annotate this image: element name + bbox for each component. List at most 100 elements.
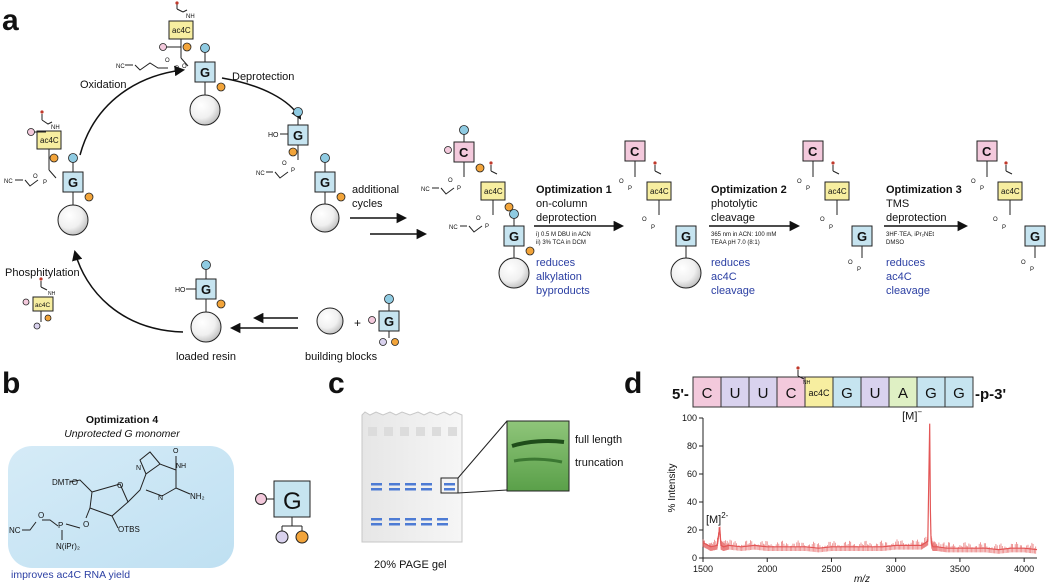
p-label: P bbox=[1002, 225, 1006, 231]
spectrum-noise bbox=[702, 526, 1037, 554]
nc-label: NC bbox=[4, 179, 13, 185]
purple-group-icon bbox=[275, 530, 289, 544]
peak-annotation: [M]2- bbox=[706, 511, 729, 526]
resin-bead-icon bbox=[310, 203, 340, 233]
y-tick-label: 60 bbox=[687, 469, 697, 479]
carbonyl-o-icon bbox=[39, 277, 43, 281]
nucleotide-box bbox=[916, 376, 946, 408]
x-tick-label: 1500 bbox=[693, 564, 713, 574]
o-label: O bbox=[848, 260, 853, 266]
g-monomer-label: G bbox=[283, 488, 302, 515]
panel-b: Optimization 4 Unprotected G monomer O D… bbox=[8, 414, 311, 581]
optimization-3-result-3: cleavage bbox=[886, 285, 930, 297]
nucleotide-label: G bbox=[953, 385, 965, 402]
carbonyl-o-icon bbox=[653, 161, 657, 165]
g-base-label: G bbox=[1030, 229, 1040, 244]
ho-label: HO bbox=[268, 132, 279, 139]
synthesis-cycle: Oxidation Deprotection Phosphitylation l… bbox=[4, 1, 400, 363]
carbonyl-o-icon bbox=[40, 110, 44, 114]
cyanoethyl-chain bbox=[125, 62, 168, 71]
nucleotide-box bbox=[720, 376, 750, 408]
carbonyl-o-icon bbox=[489, 161, 493, 165]
o-label: O bbox=[642, 217, 647, 223]
nh-label: NH bbox=[51, 125, 60, 131]
optimization-1-condition-2: ii) 3% TCA in DCM bbox=[536, 240, 586, 246]
nucleotide-box bbox=[692, 376, 722, 408]
orange-protecting-group-icon bbox=[216, 299, 226, 309]
nh-label: NH bbox=[176, 463, 186, 470]
optimization-2-condition-1: 365 nm in ACN: 100 mM bbox=[711, 232, 776, 238]
optimization-1-line1: on-column bbox=[536, 198, 587, 210]
orange-protecting-group-icon bbox=[84, 192, 94, 202]
sequence-nucleotide: G bbox=[944, 376, 974, 408]
gel-label: 20% PAGE gel bbox=[374, 559, 447, 571]
p-label: P bbox=[857, 267, 861, 273]
blue-protecting-group-icon bbox=[293, 107, 303, 117]
o-label: O bbox=[282, 161, 287, 167]
loaded-resin-label: loaded resin bbox=[176, 351, 236, 363]
optimization-2-result-1: reduces bbox=[711, 257, 751, 269]
phosphitylation-label: Phosphitylation bbox=[5, 267, 80, 279]
gel-bands bbox=[371, 483, 455, 526]
sequence-suffix: -p-3' bbox=[975, 386, 1006, 403]
nucleotide-label: U bbox=[730, 385, 741, 402]
optimization-1-condition-1: i) 0.5 M DBU in ACN bbox=[536, 232, 591, 238]
sequence-nucleotide: U bbox=[720, 376, 750, 408]
sugar-linker bbox=[166, 39, 189, 67]
plus-sign: + bbox=[354, 316, 361, 330]
ring-o-label: O bbox=[117, 481, 123, 490]
oligo-stage-2: C O P ac4C O P G bbox=[619, 140, 702, 289]
acetyl-group-icon bbox=[490, 165, 498, 175]
arrow-phosphitylation bbox=[72, 249, 184, 333]
x-axis-label: m/z bbox=[854, 574, 870, 583]
nc-label: NC bbox=[449, 225, 458, 231]
blue-protecting-group-icon bbox=[201, 260, 211, 270]
carbonyl-o-icon bbox=[175, 1, 179, 5]
optimization-3-condition-2: DMSO bbox=[886, 240, 904, 246]
nc-label: NC bbox=[256, 171, 265, 177]
optimization-2-line1: photolytic bbox=[711, 198, 758, 210]
nc-label: NC bbox=[9, 526, 21, 535]
nc-label: NC bbox=[421, 187, 430, 193]
arrow-deprotection bbox=[221, 77, 302, 120]
nucleotide-box bbox=[888, 376, 918, 408]
carbonyl-o-icon bbox=[1004, 161, 1008, 165]
optimization-3-condition-1: 3HF·TEA, iPr₂NEt bbox=[886, 232, 934, 238]
additional-cycles-line1: additional bbox=[352, 184, 399, 196]
oligo-stage-3: C O P ac4C O P G O P bbox=[797, 140, 873, 273]
g-base-label: G bbox=[68, 175, 78, 190]
sequence-nucleotide: G bbox=[916, 376, 946, 408]
panel-letter-b: b bbox=[2, 367, 20, 400]
blue-protecting-group-icon bbox=[509, 209, 519, 219]
optimization-3-result-1: reduces bbox=[886, 257, 926, 269]
nucleotide-box bbox=[804, 376, 834, 408]
optimization-1-result-1: reduces bbox=[536, 257, 576, 269]
g-base-label: G bbox=[293, 128, 303, 143]
nh-label: NH bbox=[186, 14, 195, 20]
g-base-label: G bbox=[320, 175, 330, 190]
panel-b-title: Optimization 4 bbox=[86, 414, 158, 426]
g-base-label: G bbox=[201, 282, 211, 297]
additional-cycles: additional cycles bbox=[350, 184, 428, 240]
ac4c-base-box bbox=[32, 296, 54, 312]
purple-group-icon bbox=[379, 338, 387, 346]
o-bond bbox=[42, 519, 59, 527]
optimization-2-result-2: ac4C bbox=[711, 271, 737, 283]
zoom-line-top bbox=[457, 420, 508, 479]
pink-protecting-group-icon bbox=[27, 128, 35, 136]
g-monomer-box bbox=[273, 480, 311, 518]
p-label: P bbox=[175, 66, 179, 72]
optimization-3-result-2: ac4C bbox=[886, 271, 912, 283]
orange-protecting-group-icon bbox=[525, 246, 535, 256]
o-label: O bbox=[619, 179, 624, 185]
x-tick-label: 2500 bbox=[821, 564, 841, 574]
zoom-line-bottom bbox=[457, 489, 508, 494]
cyanoethyl-chain bbox=[266, 171, 289, 179]
cyanoethyl-chain bbox=[15, 179, 39, 187]
nucleotide-label: ac4C bbox=[808, 388, 830, 398]
panel-b-result: improves ac4C RNA yield bbox=[11, 569, 130, 581]
nucleotide-label: G bbox=[925, 385, 937, 402]
ho-label: HO bbox=[175, 287, 186, 294]
blue-protecting-group-icon bbox=[459, 125, 469, 135]
